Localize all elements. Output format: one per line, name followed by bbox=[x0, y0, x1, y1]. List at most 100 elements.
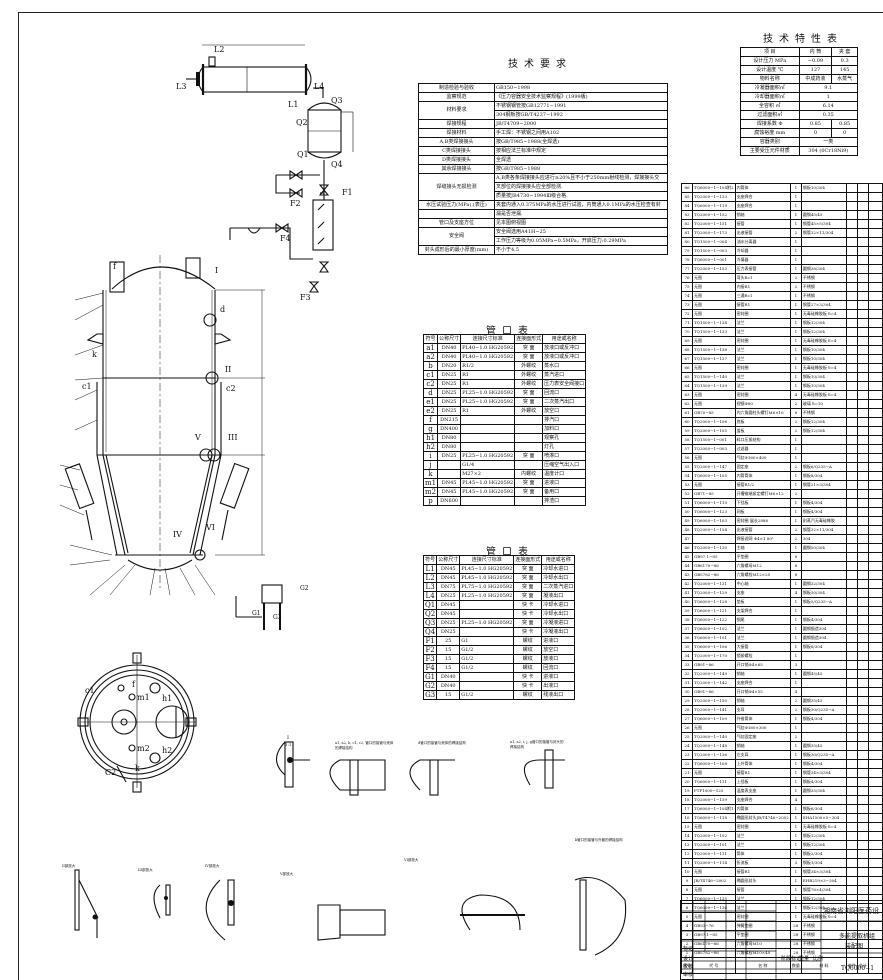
part-code: 无图 bbox=[692, 390, 736, 400]
table-row: 容器类别一类 bbox=[740, 137, 859, 147]
cell: PL45−1.0 HG20592 bbox=[460, 478, 516, 488]
label-detail-IV: IV bbox=[173, 530, 182, 539]
cell bbox=[514, 460, 544, 470]
part-code: TQ2000−1−101 bbox=[692, 840, 736, 850]
part-name: 压力表接管 bbox=[734, 264, 791, 274]
cell: 加料口 bbox=[542, 424, 587, 434]
cell: 压缩空气出入口 bbox=[542, 460, 587, 470]
cell: h1 bbox=[422, 433, 439, 443]
part-code: GB70−85 bbox=[692, 408, 736, 418]
part-qty: 1 bbox=[789, 867, 802, 877]
part-name: 法兰 bbox=[734, 831, 791, 841]
cell: DN25 bbox=[437, 406, 462, 416]
part-qty: 1 bbox=[789, 651, 802, 661]
cell bbox=[460, 433, 516, 443]
header: 项 目 bbox=[740, 47, 800, 57]
part-material: 不锈钢 bbox=[800, 273, 847, 283]
part-qty: 1 bbox=[789, 192, 802, 202]
table-row: 水压试验压力(MPa),(表压)夹套内通入0.375MPa的水压进行试验，内筒通… bbox=[418, 200, 668, 210]
cell: 突 面 bbox=[514, 478, 544, 488]
cell: a2 bbox=[422, 352, 439, 362]
part-code: TQ2000−1−131 bbox=[692, 579, 736, 589]
cell: Q2 bbox=[422, 609, 438, 619]
part-code: TQ6000−1−101 bbox=[692, 633, 736, 643]
cell: 15 bbox=[436, 645, 461, 655]
part-code: 无图 bbox=[692, 291, 736, 301]
part-code: TQ6000−1−106 bbox=[692, 642, 736, 652]
part-qty: 1 bbox=[789, 876, 802, 886]
cell: 回流口 bbox=[541, 663, 576, 673]
part-code: TQ2000−1−003 bbox=[692, 444, 736, 454]
cell: 冷却水出口 bbox=[541, 573, 576, 583]
part-name: 冷却器 bbox=[734, 246, 791, 256]
cell: j bbox=[422, 460, 439, 470]
part-name: 接管 bbox=[734, 219, 791, 229]
part-qty: 3 bbox=[789, 660, 802, 670]
cell: 外螺纹 bbox=[514, 361, 544, 371]
part-material: 钢板10/304 bbox=[800, 345, 847, 355]
cell: b bbox=[422, 361, 439, 371]
part-number: 76 bbox=[681, 273, 693, 283]
part-material: 钢管45×5/304 bbox=[800, 219, 847, 229]
table-row: 焊接材料手工焊：不锈钢之间用A102 bbox=[418, 128, 668, 138]
part-code: 无图 bbox=[692, 399, 736, 409]
table-header-row: 符号公称尺寸连接尺寸标准连接面形式用途或名称 bbox=[422, 334, 587, 344]
part-code: TQ6000−1−111 bbox=[692, 777, 736, 787]
part-qty: 2 bbox=[789, 417, 802, 427]
part-name: 六角螺栓M12×25 bbox=[734, 570, 791, 580]
cell: 突 面 bbox=[514, 487, 544, 497]
part-material: 圆钢锻造304 bbox=[800, 633, 847, 643]
cell: 螺纹 bbox=[513, 654, 543, 664]
tech-req-title: 技术要求 bbox=[508, 59, 572, 70]
part-code: TQ6000−1−121 bbox=[692, 606, 736, 616]
plan-label-m1: m1 bbox=[137, 693, 150, 702]
cell: PL25−1.0 HG20592 bbox=[459, 618, 515, 628]
cell bbox=[460, 424, 516, 434]
cell: DN75 bbox=[436, 582, 461, 592]
part-qty: 1 bbox=[789, 507, 802, 517]
cell: 突 面 bbox=[514, 397, 544, 407]
column-header: 连接尺寸标准 bbox=[460, 334, 516, 344]
part-qty: 1 bbox=[789, 327, 802, 337]
cell: 突 面 bbox=[514, 343, 544, 353]
table-row: 封头成形后的最小厚度(mm)不小于4.5 bbox=[418, 245, 668, 255]
part-material: 圆钢35/45 bbox=[800, 696, 847, 706]
cell bbox=[460, 442, 516, 452]
part-material: 钢板12/304 bbox=[800, 840, 847, 850]
cell: PL75−1.0 HG20592 bbox=[459, 582, 515, 592]
part-material bbox=[800, 453, 847, 463]
part-number: 34 bbox=[681, 651, 693, 661]
part-name: 密封圈 bbox=[734, 822, 791, 832]
part-qty: 1 bbox=[789, 759, 802, 769]
part-material: 钢板6/304 bbox=[800, 804, 847, 814]
label-detail-III: III bbox=[228, 433, 238, 442]
part-name: 销轴 bbox=[734, 696, 791, 706]
part-number: 19 bbox=[681, 786, 693, 796]
cell: 排渣口 bbox=[542, 496, 587, 506]
part-name: 气缸固定座 bbox=[734, 732, 791, 742]
part-number: 49 bbox=[681, 516, 693, 526]
detail-I-scale: 1:1 bbox=[285, 742, 292, 747]
part-code bbox=[692, 534, 736, 544]
label-d: d bbox=[220, 305, 226, 314]
part-qty: 1 bbox=[789, 786, 802, 796]
cell: DN45 bbox=[436, 609, 461, 619]
